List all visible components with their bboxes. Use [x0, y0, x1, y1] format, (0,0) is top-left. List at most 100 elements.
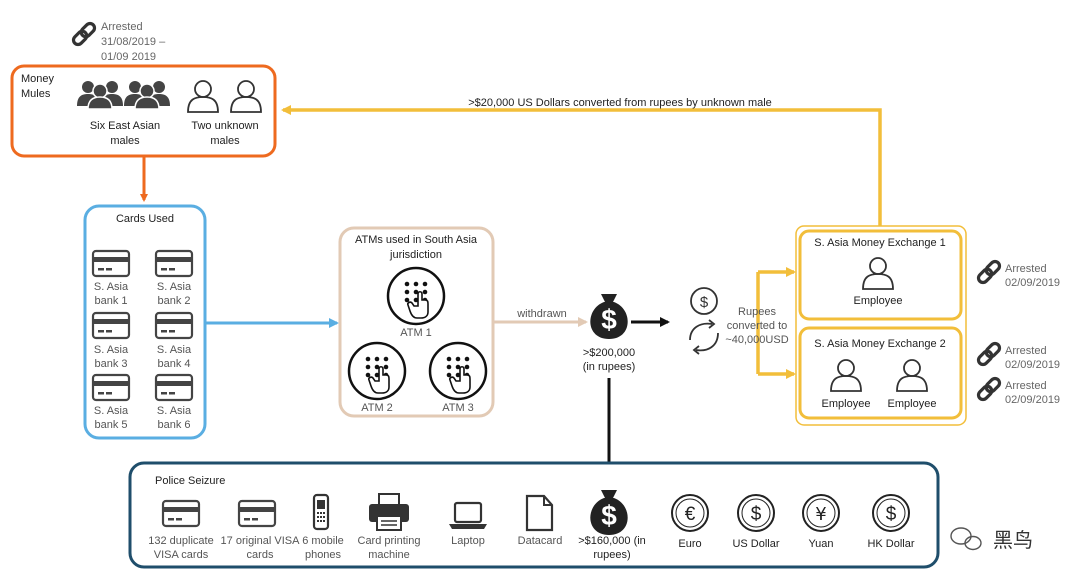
seizure-item-3-line2: phones — [305, 549, 342, 561]
watermark: 黑鸟 — [950, 527, 1033, 552]
euro-icon: € — [671, 494, 709, 532]
credit-card-icon — [154, 373, 194, 402]
conversion-line3: ~40,000USD — [725, 334, 788, 346]
atms-box: ATMs used in South Asia jurisdiction ATM… — [338, 226, 495, 418]
seizure-item-9-line1: US Dollar — [732, 538, 779, 550]
arrest-right-2-line1: Arrested — [1005, 345, 1047, 357]
money-mules-title-line1: Money — [21, 73, 55, 85]
money-mules-box: Money Mules Six East Asian males Two unk… — [10, 64, 277, 158]
seizure-item-11-line1: HK Dollar — [867, 538, 914, 550]
chain-link-icon — [70, 20, 98, 48]
yuan-icon: ¥ — [802, 494, 840, 532]
card-bank6-line2: bank 6 — [157, 419, 190, 431]
seizure-item-1-line1: 132 duplicate — [148, 535, 213, 547]
seizure-item-5-line1: Laptop — [451, 535, 485, 547]
credit-card-icon — [161, 499, 201, 528]
atm-keypad-icon — [347, 341, 407, 401]
seizure-item-8-line1: Euro — [678, 538, 701, 550]
card-bank5-line2: bank 5 — [94, 419, 127, 431]
chain-link-icon — [975, 258, 1003, 286]
card-bank3-line1: S. Asia — [94, 344, 129, 356]
wechat-icon — [950, 527, 982, 551]
credit-card-icon — [154, 249, 194, 278]
seizure-item-6-line1: Datacard — [518, 535, 563, 547]
seizure-item-3-line1: 6 mobile — [302, 535, 344, 547]
atm-keypad-icon — [386, 266, 446, 326]
seizure-item-4-line1: Card printing — [358, 535, 421, 547]
unknown-males-line1: Two unknown — [191, 120, 258, 132]
group-filled-icon — [76, 80, 124, 110]
dollar-icon: $ — [872, 494, 910, 532]
exchange1-box: S. Asia Money Exchange 1 Employee — [798, 229, 963, 321]
atm-keypad-icon — [428, 341, 488, 401]
arrest-right-3-line1: Arrested — [1005, 380, 1047, 392]
svg-text:$: $ — [700, 294, 709, 311]
card-bank2-line2: bank 2 — [157, 295, 190, 307]
arrest-top-line1: Arrested — [101, 21, 143, 33]
atm2-label: ATM 2 — [361, 402, 393, 414]
exchange2-employee2: Employee — [888, 398, 937, 410]
card-bank2-line1: S. Asia — [157, 281, 192, 293]
unknown-males-line2: males — [210, 135, 240, 147]
money-mules-title-line2: Mules — [21, 88, 51, 100]
conversion-line2: converted to — [727, 320, 788, 332]
chain-link-icon — [975, 375, 1003, 403]
arrest-top: Arrested 31/08/2019 – 01/09 2019 — [70, 20, 166, 63]
seizure-item-1-line2: VISA cards — [154, 549, 209, 561]
east-asian-males-line1: Six East Asian — [90, 120, 160, 132]
arrest-right-2: Arrested 02/09/2019 — [975, 340, 1060, 371]
arrest-top-line3: 01/09 2019 — [101, 51, 156, 63]
mobile-phone-icon — [312, 493, 330, 531]
exchange1-employee: Employee — [854, 295, 903, 307]
datacard-icon — [525, 494, 554, 532]
exchanges-outer-box — [795, 225, 967, 426]
atm1-label: ATM 1 — [400, 327, 432, 339]
credit-card-icon — [91, 373, 131, 402]
card-bank1-line2: bank 1 — [94, 295, 127, 307]
usd-conversion-arrow — [281, 105, 882, 226]
card-bank3-line2: bank 3 — [94, 358, 127, 370]
exchange2-employee1: Employee — [822, 398, 871, 410]
exchange2-box: S. Asia Money Exchange 2 Employee Employ… — [798, 326, 963, 420]
card-bank6-line1: S. Asia — [157, 405, 192, 417]
police-seizure-title: Police Seizure — [155, 475, 225, 487]
money-bag-icon — [590, 294, 628, 339]
svg-text:¥: ¥ — [815, 504, 826, 525]
cards-used-box: Cards Used S. Asia bank 1 S. Asia bank 2… — [83, 204, 207, 440]
exchange-cycle-icon: $ — [689, 287, 719, 355]
svg-text:$: $ — [886, 504, 897, 525]
credit-card-icon — [237, 499, 277, 528]
arrest-right-1-line2: 02/09/2019 — [1005, 277, 1060, 289]
card-bank5-line1: S. Asia — [94, 405, 129, 417]
arrest-right-3: Arrested 02/09/2019 — [975, 375, 1060, 406]
seizure-item-7-line2: rupees) — [593, 549, 630, 561]
usd-conversion-label: >$20,000 US Dollars converted from rupee… — [468, 97, 772, 109]
money-bag-main-line1: >$200,000 — [583, 347, 635, 359]
credit-card-icon — [91, 311, 131, 340]
cards-used-title: Cards Used — [116, 213, 174, 225]
money-bag-main: >$200,000 (in rupees) — [583, 294, 636, 373]
laptop-icon — [449, 501, 487, 529]
atm3-label: ATM 3 — [442, 402, 474, 414]
card-bank4-line2: bank 4 — [157, 358, 190, 370]
exchange1-title: S. Asia Money Exchange 1 — [814, 237, 945, 249]
arrest-right-1: Arrested 02/09/2019 — [975, 258, 1060, 289]
arrest-right-1-line1: Arrested — [1005, 263, 1047, 275]
credit-card-icon — [154, 311, 194, 340]
currency-conversion: $ Rupees converted to ~40,000USD — [689, 287, 789, 355]
arrest-top-line2: 31/08/2019 – — [101, 36, 166, 48]
chain-link-icon — [975, 340, 1003, 368]
withdrawn-label: withdrawn — [516, 308, 567, 320]
seizure-item-2-line1: 17 original VISA — [221, 535, 301, 547]
watermark-text: 黑鸟 — [993, 528, 1033, 552]
card-bank1-line1: S. Asia — [94, 281, 129, 293]
card-bank4-line1: S. Asia — [157, 344, 192, 356]
seizure-item-7-line1: >$160,000 (in — [578, 535, 646, 547]
svg-text:€: € — [685, 504, 696, 525]
police-seizure-box: Police Seizure 132 duplicate VISA cards … — [128, 461, 940, 569]
east-asian-males-line2: males — [110, 135, 140, 147]
conversion-line1: Rupees — [738, 306, 776, 318]
atms-title-line2: jurisdiction — [389, 249, 442, 261]
money-bag-main-line2: (in rupees) — [583, 361, 636, 373]
